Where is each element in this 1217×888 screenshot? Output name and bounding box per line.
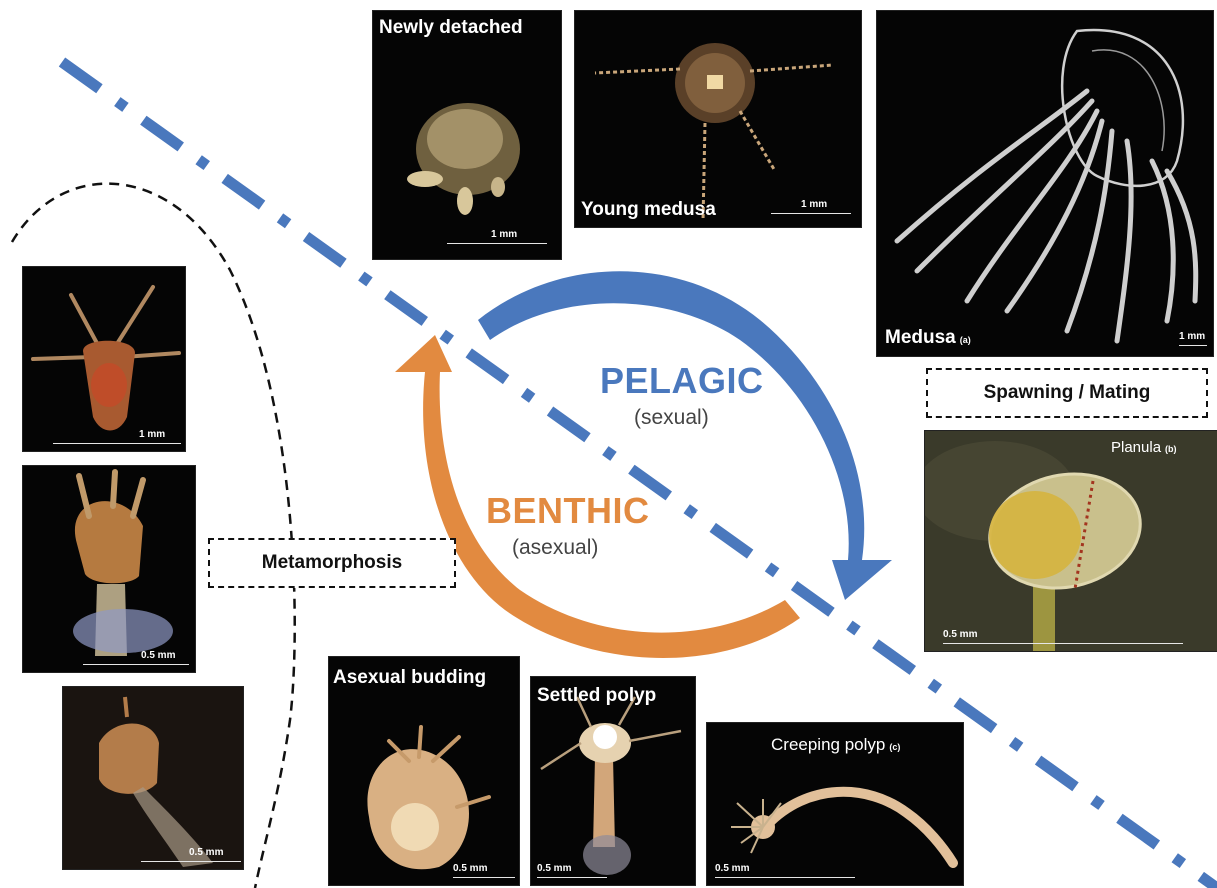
scale-bar [771, 213, 851, 214]
settled-polyp-image: Settled polyp 0.5 mm [530, 676, 696, 886]
scale-label: 1 mm [801, 199, 827, 210]
scale-label: 0.5 mm [715, 863, 749, 874]
settled-polyp-label: Settled polyp [537, 685, 656, 707]
scale-label: 1 mm [139, 429, 165, 440]
newly-detached-image: Newly detached 1 mm [372, 10, 562, 260]
creeping-polyp-label: Creeping polyp (c) [771, 735, 900, 755]
newly-detached-label: Newly detached [379, 17, 523, 39]
planula-name: Planula [1111, 439, 1161, 456]
metamorphosis-stage-3-image: 0.5 mm [62, 686, 244, 870]
medusa-label: Medusa (a) [885, 327, 971, 349]
scale-label: 0.5 mm [943, 629, 977, 640]
metamorphosis-stage-1-image: 1 mm [22, 266, 186, 452]
metamorphosis-label: Metamorphosis [208, 538, 456, 588]
young-medusa-label: Young medusa [581, 199, 716, 221]
asexual-budding-image: Asexual budding 0.5 mm [328, 656, 520, 886]
scale-bar [453, 877, 515, 878]
scale-bar [943, 643, 1183, 644]
scale-bar [537, 877, 607, 878]
benthic-title: BENTHIC [486, 490, 650, 532]
scale-bar [53, 443, 181, 444]
creeping-polyp-name: Creeping polyp [771, 735, 885, 754]
metamorphosis-stage-2-image: 0.5 mm [22, 465, 196, 673]
scale-label: 0.5 mm [189, 847, 223, 858]
scale-label: 1 mm [1179, 331, 1205, 342]
scale-label: 0.5 mm [453, 863, 487, 874]
scale-bar [1179, 345, 1207, 346]
creeping-polyp-ref: (c) [889, 742, 900, 752]
scale-label: 1 mm [491, 229, 517, 240]
planula-label: Planula (b) [1111, 439, 1177, 456]
benthic-subtitle: (asexual) [512, 536, 598, 560]
scale-bar [715, 877, 855, 878]
pelagic-subtitle: (sexual) [634, 406, 709, 430]
medusa-ref: (a) [960, 335, 971, 345]
pelagic-title: PELAGIC [600, 360, 764, 402]
medusa-name: Medusa [885, 327, 956, 348]
planula-ref: (b) [1165, 444, 1177, 454]
medusa-image: Medusa (a) 1 mm [876, 10, 1214, 357]
spawning-mating-label: Spawning / Mating [926, 368, 1208, 418]
planula-image: Planula (b) 0.5 mm [924, 430, 1217, 652]
scale-bar [447, 243, 547, 244]
creeping-polyp-image: Creeping polyp (c) 0.5 mm [706, 722, 964, 886]
asexual-budding-label: Asexual budding [333, 667, 486, 689]
scale-bar [83, 664, 189, 665]
scale-label: 0.5 mm [141, 650, 175, 661]
scale-bar [141, 861, 241, 862]
young-medusa-image: Young medusa 1 mm [574, 10, 862, 228]
scale-label: 0.5 mm [537, 863, 571, 874]
